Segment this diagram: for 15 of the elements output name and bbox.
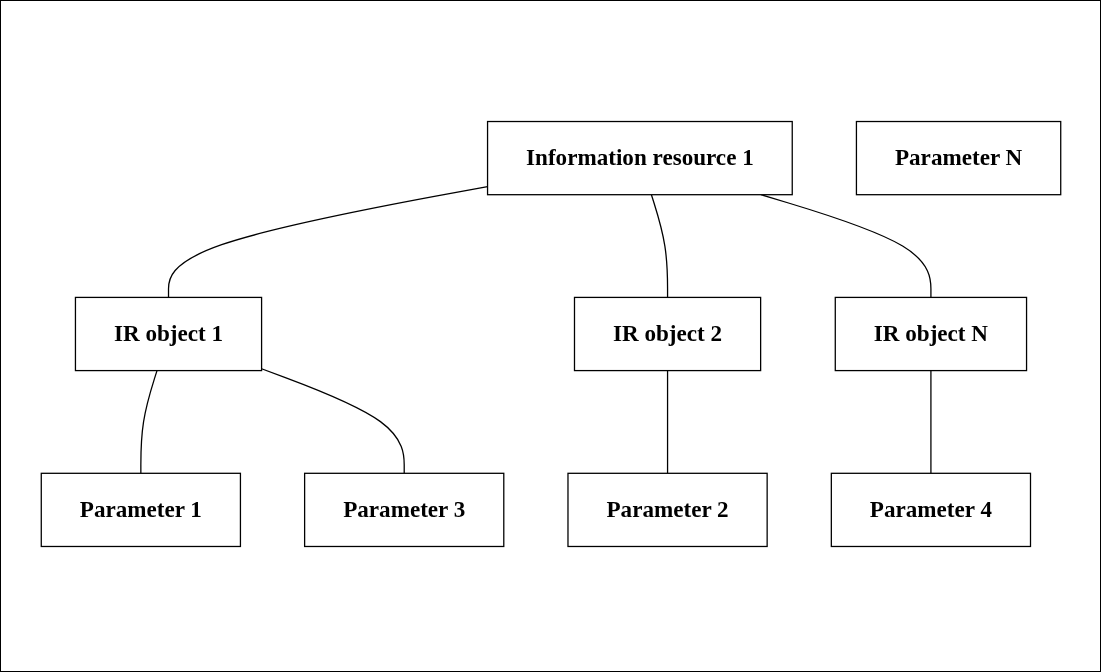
connector (650, 194, 668, 299)
node-box: Parameter 2 (566, 472, 768, 548)
node-box: Information resource 1 (486, 120, 793, 196)
node-box: Parameter 4 (830, 472, 1031, 548)
node-box: IR object 2 (573, 296, 761, 372)
node-box: Parameter 3 (303, 472, 504, 548)
node-box: IR object 1 (74, 296, 262, 372)
connector (260, 368, 405, 474)
connector (929, 369, 932, 474)
node-box: Parameter 1 (40, 472, 241, 548)
node-box: IR object N (834, 296, 1027, 372)
connector (167, 185, 488, 299)
connector (139, 369, 158, 474)
connector (666, 369, 668, 474)
node-box: Parameter N (855, 120, 1061, 196)
